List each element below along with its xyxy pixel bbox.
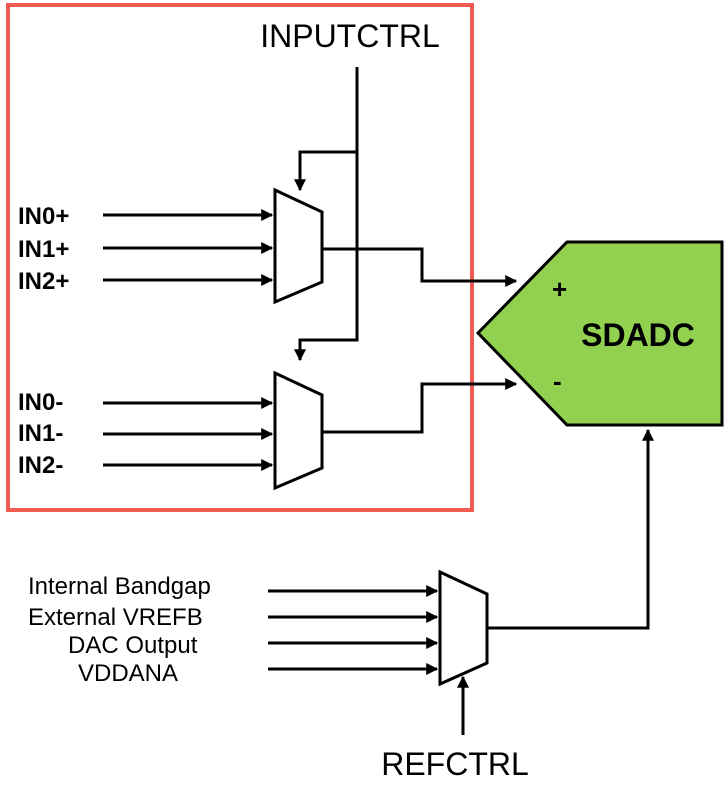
inputctrl-highlight-box — [6, 3, 474, 512]
positive-mux — [273, 187, 324, 305]
input-label-in2-plus: IN2+ — [18, 268, 69, 295]
input-label-in2-minus: IN2- — [18, 452, 63, 479]
ref-label-dac-output: DAC Output — [68, 632, 198, 659]
sdadc-block — [475, 240, 724, 427]
reference-mux-output — [487, 428, 654, 630]
sdadc-plus-terminal: + — [552, 274, 567, 304]
ref-label-internal-bandgap: Internal Bandgap — [28, 573, 211, 600]
input-label-in0-minus: IN0- — [18, 389, 63, 416]
refctrl-label: REFCTRL — [381, 746, 529, 782]
sdadc-minus-terminal: - — [553, 366, 562, 396]
input-label-in1-minus: IN1- — [18, 420, 63, 447]
negative-mux — [273, 370, 324, 491]
reference-mux — [438, 569, 489, 687]
ref-label-vddana: VDDANA — [78, 660, 178, 687]
input-label-in1-plus: IN1+ — [18, 236, 69, 263]
inputctrl-line — [294, 67, 359, 362]
inputctrl-label: INPUTCTRL — [260, 18, 440, 54]
positive-mux-output — [322, 247, 518, 287]
negative-mux-output — [322, 378, 518, 434]
ref-label-external-vrefb: External VREFB — [28, 604, 203, 631]
input-label-in0-plus: IN0+ — [18, 203, 69, 230]
inputctrl-branch-top — [294, 150, 357, 192]
sdadc-label: SDADC — [581, 317, 695, 353]
